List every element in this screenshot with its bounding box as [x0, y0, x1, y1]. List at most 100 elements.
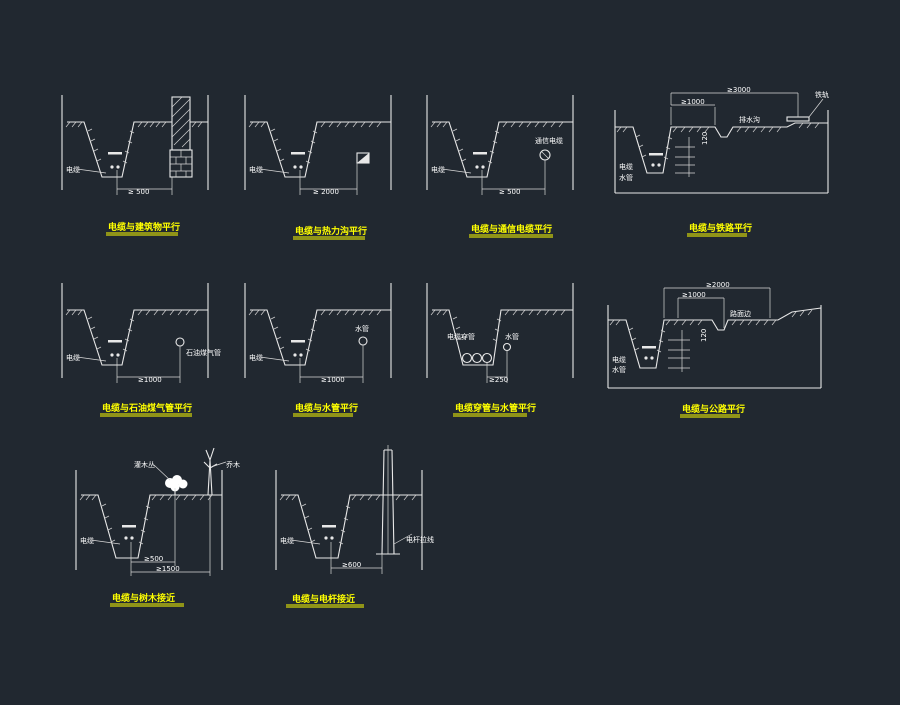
protection-plate: [291, 340, 305, 343]
ground-hatch: [79, 494, 213, 545]
ground-profile: [615, 122, 828, 174]
cable-leader: [90, 539, 121, 545]
dim-label: ≥250: [489, 376, 508, 384]
dim-mid: ≥1000: [682, 291, 706, 299]
shrub-icon: [165, 475, 188, 495]
cable-mark: [481, 165, 485, 169]
protection-plate: [108, 340, 122, 343]
cable-mark: [324, 536, 328, 540]
oil-gas-pipe-circle: [175, 337, 185, 347]
panel-heat-trench: 电缆 ≥ 2000 电缆与热力沟平行: [244, 95, 392, 240]
panel-title: 电缆与公路平行: [682, 403, 745, 415]
object-label: 路面边: [730, 309, 751, 318]
heat-trench-fill: [357, 153, 369, 163]
panel-building: 电缆 ≥ 500 电缆与建筑物平行: [61, 95, 209, 236]
cable-label: 电缆: [80, 536, 94, 545]
dim-side: 120: [700, 329, 708, 342]
object-leader: [393, 533, 413, 545]
dim-label: ≥ 500: [128, 188, 149, 196]
panel-trees: 灌木丛 乔木 电缆 ≥500 ≥1500 电缆与树木接近: [75, 447, 240, 607]
cable-mark: [293, 165, 297, 169]
cable-mark: [299, 165, 303, 169]
dim-label-b: ≥1500: [156, 565, 180, 573]
object-label: 灌木丛: [134, 460, 155, 469]
cable-label: 电缆: [619, 162, 633, 171]
cable-mark: [330, 536, 334, 540]
conduit-circle: [461, 352, 473, 364]
cable-mark: [110, 165, 114, 169]
object-label-2: 铁轨: [815, 90, 829, 99]
dim-mid: ≥1000: [681, 98, 705, 106]
panel-telecom-cable: 通信电缆 电缆 ≥ 500 电缆与通信电缆平行: [426, 95, 574, 238]
panel-title: 电缆与热力沟平行: [295, 225, 367, 237]
panel-title: 电缆与通信电缆平行: [471, 223, 552, 235]
object-leader: [153, 464, 171, 481]
ground-hatch: [65, 309, 199, 352]
protection-plate: [122, 525, 136, 528]
panel-conduit-water-pipe: 水管 电缆穿管 ≥250 电缆穿管与水管平行: [426, 283, 574, 417]
object-leader: [808, 98, 824, 118]
cable-label: 电缆: [249, 165, 263, 174]
protection-plate: [649, 153, 663, 156]
cable-label: 电缆穿管: [447, 332, 475, 341]
cable-leader: [441, 168, 472, 174]
water-label: 水管: [612, 365, 626, 374]
panel-railway: 120 电缆 水管 ≥1000 ≥3000 排水沟 铁轨 电缆与铁路平行: [614, 86, 829, 237]
panel-oil-gas-pipe: 石油煤气管 电缆 ≥1000 电缆与石油煤气管平行: [61, 283, 221, 417]
trench-outline: [67, 309, 208, 366]
object-label: 水管: [355, 324, 369, 333]
dim-label: ≥ 500: [499, 188, 520, 196]
cable-label: 电缆: [66, 353, 80, 362]
ground-hatch: [248, 309, 382, 352]
ground-hatch: [430, 121, 564, 164]
dim-top: ≥3000: [727, 86, 751, 94]
wall-hatch: [171, 96, 191, 148]
ground-hatch: [279, 494, 417, 545]
trench-outline: [250, 121, 391, 178]
rail-track: [786, 116, 810, 122]
pole-icon: [376, 445, 400, 555]
depth-dim-lines: [675, 137, 695, 177]
cable-leader: [76, 356, 107, 362]
cable-leader: [259, 356, 290, 362]
panel-title: 电缆与石油煤气管平行: [102, 402, 192, 414]
protection-plate: [291, 152, 305, 155]
dim-label-a: ≥500: [144, 555, 163, 563]
cable-leader: [76, 168, 107, 174]
cable-leader: [290, 539, 321, 545]
object-label: 电杆拉线: [406, 535, 434, 544]
dim-side: 120: [701, 132, 709, 145]
dim-label: ≥1000: [138, 376, 162, 384]
cable-leader: [259, 168, 290, 174]
trench-outline: [67, 121, 172, 178]
object-leader: [213, 461, 227, 467]
cable-mark: [475, 165, 479, 169]
protection-plate: [108, 152, 122, 155]
ground-hatch: [609, 309, 813, 353]
dim-label: ≥ 2000: [313, 188, 339, 196]
ground-hatch: [616, 122, 820, 160]
panel-title: 电缆与水管平行: [295, 402, 358, 414]
panel-title: 电缆与树木接近: [112, 592, 175, 604]
object-label: 水管: [505, 332, 519, 341]
cable-mark: [116, 165, 120, 169]
trench-outline: [250, 309, 391, 366]
cable-label: 电缆: [612, 355, 626, 364]
water-pipe-circle: [358, 336, 368, 346]
dim-top: ≥2000: [706, 281, 730, 289]
cable-mark: [299, 353, 303, 357]
protection-plate: [322, 525, 336, 528]
trench-outline: [81, 494, 222, 559]
cable-mark: [657, 163, 661, 167]
ground-hatch: [248, 121, 382, 164]
ground-hatch: [430, 309, 566, 342]
cable-label: 电缆: [280, 536, 294, 545]
conduit-circle: [471, 352, 483, 364]
trench-outline: [432, 121, 573, 178]
object-label-2: 乔木: [226, 460, 240, 469]
cable-label: 电缆: [431, 165, 445, 174]
panel-water-pipe: 水管 电缆 ≥1000 电缆与水管平行: [244, 283, 392, 417]
panel-title: 电缆穿管与水管平行: [455, 402, 536, 414]
